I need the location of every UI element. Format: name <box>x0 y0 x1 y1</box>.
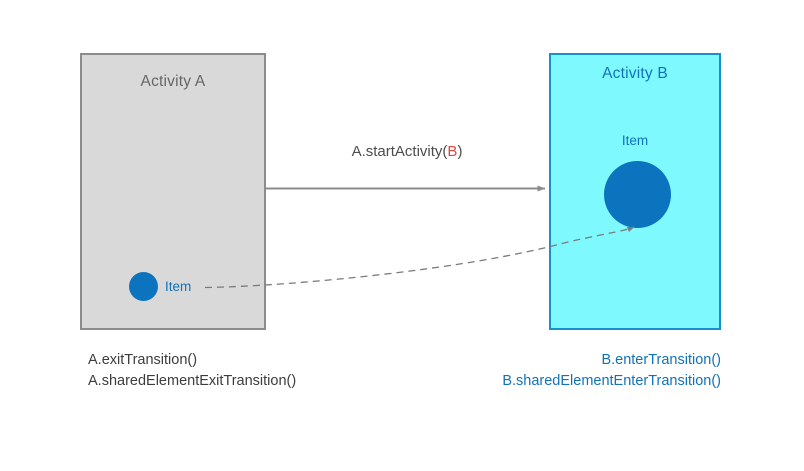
activity-a-container: Activity A <box>80 53 266 330</box>
item-label-b: Item <box>621 133 649 148</box>
activity-a-footnote: A.exitTransition() A.sharedElementExitTr… <box>88 350 296 392</box>
start-activity-call-suffix: ) <box>457 143 463 160</box>
activity-b-footnote-line-1: B.enterTransition() <box>601 352 721 368</box>
item-label-a: Item <box>165 279 192 294</box>
activity-b-title: Activity B <box>602 65 668 82</box>
activity-a-footnote-line-2: A.sharedElementExitTransition() <box>88 373 297 389</box>
shared-element-item-dot-a <box>129 272 158 301</box>
start-activity-call-argument: B <box>447 143 458 160</box>
start-activity-call-label: A.startActivity(B) <box>265 143 549 160</box>
shared-element-item-dot-b <box>604 161 671 228</box>
activity-a-title: Activity A <box>140 73 206 90</box>
start-activity-call-prefix: A.startActivity( <box>351 143 448 160</box>
activity-a-footnote-line-1: A.exitTransition() <box>88 352 198 368</box>
activity-b-footnote-line-2: B.sharedElementEnterTransition() <box>502 373 721 389</box>
activity-b-footnote: B.enterTransition() B.sharedElementEnter… <box>455 350 721 392</box>
